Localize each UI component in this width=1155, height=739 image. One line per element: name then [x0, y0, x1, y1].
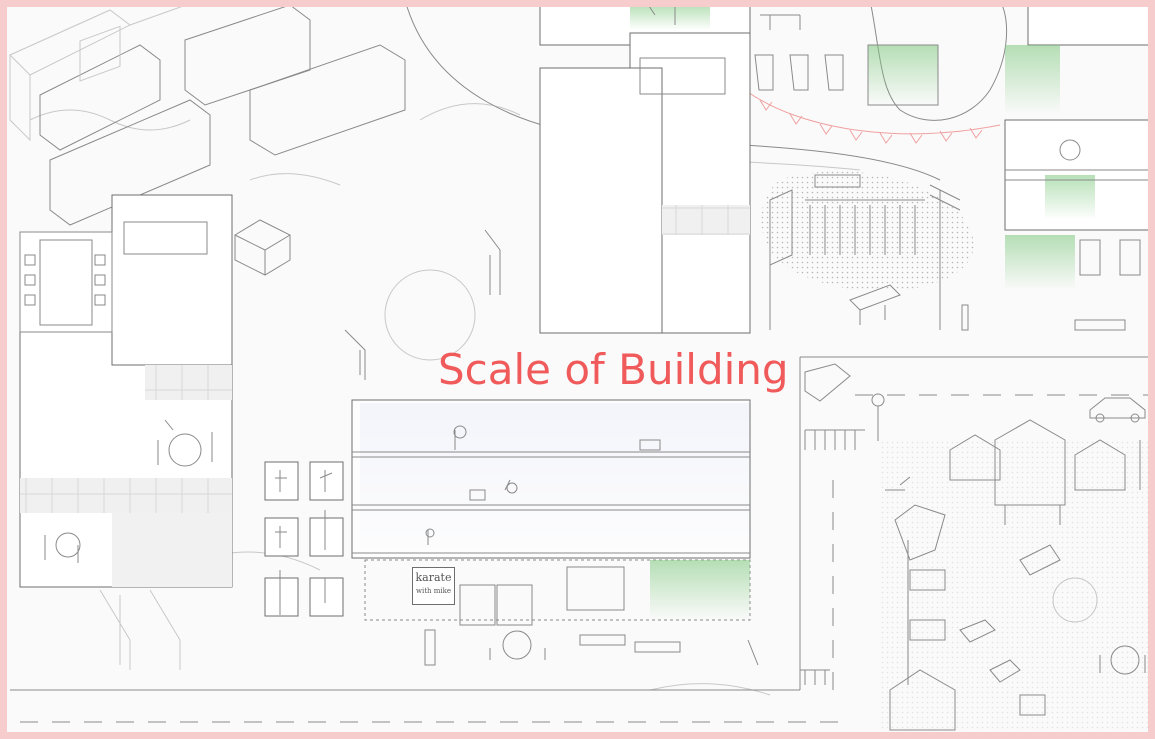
- karate-sign: karate with mike: [412, 567, 455, 605]
- dotted-plaza: [761, 171, 974, 330]
- roads: [10, 356, 1155, 723]
- bunting: [744, 89, 1001, 144]
- poster-wall: [99, 461, 344, 670]
- left-building: [19, 194, 233, 588]
- planters: [754, 44, 939, 106]
- tree-circle: [234, 219, 501, 380]
- right-neighborhood: [880, 419, 1150, 731]
- diagram-title: Scale of Building: [438, 345, 789, 394]
- center-building: [539, 0, 801, 334]
- karate-sign-subtitle: with mike: [415, 587, 452, 595]
- karate-sign-title: karate: [415, 571, 452, 584]
- school-building: [351, 399, 759, 666]
